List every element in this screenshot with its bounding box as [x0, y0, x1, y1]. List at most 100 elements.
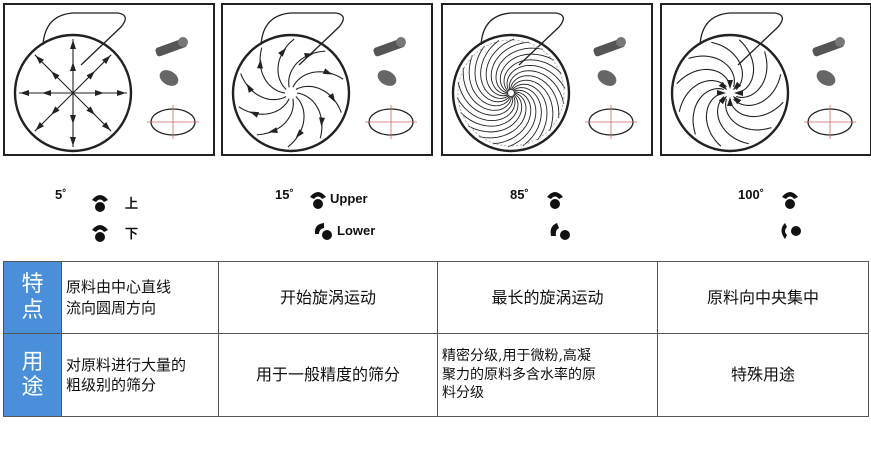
- diagram-panel-5deg: [3, 3, 215, 156]
- spiral-flow-line: [238, 98, 290, 115]
- spiral-flow-line: [503, 59, 562, 92]
- characteristics-table: 特 点 原料由中心直线 流向圆周方向 开始旋涡运动 最长的旋涡运动 原料向中央集…: [3, 261, 869, 417]
- spiral-flow-line: [296, 92, 323, 139]
- table-cell: 特殊用途: [657, 333, 869, 417]
- screen-deck-circle: [231, 33, 351, 153]
- spiral-flow-line: [240, 73, 287, 101]
- flow-arrow: [246, 83, 254, 93]
- spiral-flow-line: [711, 41, 743, 90]
- spiral-start-diagram: [231, 12, 417, 153]
- flow-arrow: [278, 47, 287, 57]
- vibrating-motor-icon: [597, 70, 617, 86]
- vibrating-motor-icon: [377, 70, 397, 86]
- spiral-flow-line: [510, 75, 560, 119]
- screen-deck-circle: [670, 33, 790, 153]
- motor-weight-icon: [835, 37, 845, 47]
- spiral-flow-line: [736, 39, 755, 94]
- deck-inner-ring: [457, 39, 565, 147]
- spiral-flow-line: [480, 40, 510, 99]
- spiral-flow-line: [506, 64, 566, 91]
- motor-weight-icon: [178, 37, 188, 47]
- spiral-flow-line: [468, 93, 523, 133]
- spiral-flow-line: [457, 82, 514, 116]
- row-header-usage: 用 途: [3, 333, 62, 417]
- table-row-usage: 用 途 对原料进行大量的 粗级别的筛分 用于一般精度的筛分 精密分级,用于微粉,…: [3, 333, 869, 417]
- angle-label: 5˚: [55, 187, 67, 202]
- spiral-flow-line: [292, 71, 344, 88]
- flow-arrow: [116, 90, 126, 96]
- lower-weight-icon: [781, 223, 801, 239]
- spiral-flow-line: [468, 55, 512, 107]
- flow-arrow: [249, 111, 260, 118]
- flow-arrow: [101, 121, 111, 131]
- spiral-flow-line: [508, 70, 565, 104]
- angle-label: 85˚: [510, 187, 529, 202]
- flow-arrow: [256, 59, 263, 69]
- flow-arrow: [42, 90, 52, 96]
- table-row-features: 特 点 原料由中心直线 流向圆周方向 开始旋涡运动 最长的旋涡运动 原料向中央集…: [3, 261, 869, 334]
- flow-arrow: [35, 121, 45, 131]
- flow-arrow: [304, 52, 314, 59]
- radial-flow-diagram: [13, 12, 199, 153]
- upper-weight-icon: [310, 192, 326, 209]
- flow-arrow: [734, 90, 744, 96]
- vibrating-motor-icon: [159, 70, 179, 86]
- spiral-flow-line: [676, 68, 731, 87]
- flow-arrow: [51, 106, 60, 115]
- lower-label: 下: [125, 226, 139, 241]
- spiral-flow-line: [277, 38, 295, 90]
- upper-weight-icon: [782, 192, 798, 209]
- table-cell: 最长的旋涡运动: [437, 261, 658, 334]
- upper-weight-icon: [92, 195, 108, 212]
- flow-arrow: [319, 117, 326, 127]
- angle-group-15deg: 15˚ Upper Lower: [275, 184, 435, 254]
- flow-arrow: [70, 114, 76, 124]
- lower-weight-icon: [92, 225, 108, 242]
- flow-arrow: [51, 71, 60, 80]
- table-cell: 精密分级,用于微粉,高凝 聚力的原料多含水率的原 料分级: [437, 333, 658, 417]
- spiral-flow-line: [725, 98, 772, 131]
- upper-weight-icon: [547, 192, 563, 209]
- upper-label: Upper: [330, 191, 368, 206]
- spiral-flow-line: [456, 95, 516, 122]
- diagram-panel-15deg: [221, 3, 433, 156]
- lower-label: Lower: [337, 223, 376, 238]
- flow-arrow: [727, 79, 733, 89]
- table-cell: 原料由中心直线 流向圆周方向: [61, 261, 219, 334]
- diagram-panel-100deg: [660, 3, 871, 156]
- spiral-flow-line: [462, 67, 512, 111]
- flow-arrow: [101, 55, 111, 65]
- spiral-flow-line: [295, 85, 342, 113]
- flow-arrow: [716, 90, 726, 96]
- spiral-flow-line: [485, 38, 515, 97]
- spiral-flow-line: [512, 87, 542, 146]
- spiral-flow-line: [511, 83, 548, 141]
- motor-weight-icon: [616, 37, 626, 47]
- flow-arrow: [322, 68, 333, 75]
- diagram-panel-85deg: [441, 3, 653, 156]
- lower-weight-icon: [314, 223, 332, 240]
- feed-loop: [260, 12, 344, 66]
- spiral-flow-line: [678, 80, 727, 112]
- spiral-flow-line: [510, 79, 554, 131]
- center-converge-diagram: [670, 12, 856, 153]
- table-cell: 对原料进行大量的 粗级别的筛分: [61, 333, 219, 417]
- feed-loop: [42, 12, 126, 66]
- flow-arrow: [70, 62, 76, 72]
- table-cell: 用于一般精度的筛分: [218, 333, 438, 417]
- flow-arrow: [70, 136, 76, 146]
- spiral-flow-line: [507, 89, 537, 148]
- flow-arrow: [268, 127, 278, 134]
- screen-deck-circle: [13, 33, 133, 153]
- flow-arrow: [94, 90, 104, 96]
- spiral-flow-line: [287, 96, 305, 148]
- spiral-flow-line: [288, 50, 326, 88]
- angle-group-5deg: 5˚ 上 下: [55, 184, 215, 254]
- feed-loop: [480, 12, 564, 66]
- vibrating-motor-icon: [816, 70, 836, 86]
- spiral-flow-line: [688, 55, 735, 88]
- angle-group-100deg: 100˚: [738, 184, 858, 254]
- flow-arrow: [86, 106, 95, 115]
- spiral-flow-line: [705, 92, 724, 147]
- flow-arrow: [35, 55, 45, 65]
